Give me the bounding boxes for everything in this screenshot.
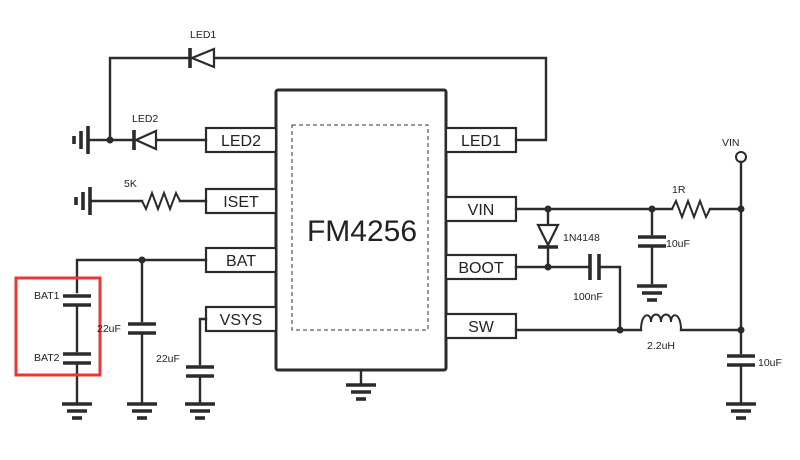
ground-icon [726, 402, 756, 420]
sw-net: 2.2uH [514, 313, 743, 352]
vin-terminal-label: VIN [722, 137, 740, 149]
vsys-net: 22uF [156, 317, 215, 420]
inductor-icon [640, 313, 682, 331]
diode-1n4148-icon [536, 223, 560, 248]
resistor-5k-icon [141, 190, 181, 212]
ground-icon [74, 187, 92, 215]
boot-diode-net: 1N4148 [536, 207, 600, 271]
led2-net: LED2 [72, 113, 208, 154]
pin-sw-label: SW [468, 319, 495, 336]
bat-net: BAT1 BAT2 22uF [14, 256, 208, 420]
ground-icon [72, 126, 90, 154]
pin-vin: VIN [444, 195, 518, 223]
chip-ground [346, 368, 376, 401]
pin-boot-label: BOOT [458, 260, 504, 277]
pin-iset: ISET [204, 187, 278, 215]
inductor-label: 2.2uH [647, 340, 675, 352]
chip-name: FM4256 [307, 215, 417, 248]
r-vin-label: 1R [672, 184, 686, 196]
c-boot-label: 100nF [573, 291, 603, 303]
pin-bat: BAT [204, 246, 278, 274]
ground-icon [637, 284, 667, 302]
vin-net: 1R VIN 10uF [514, 137, 747, 355]
bat2-label: BAT2 [34, 352, 60, 364]
vin-terminal-icon [735, 151, 747, 163]
led2-label: LED2 [132, 113, 158, 125]
ground-icon [185, 402, 215, 420]
fm4256-chip: FM4256 [274, 88, 448, 372]
pin-vin-label: VIN [468, 202, 495, 219]
c-vin-label: 10uF [666, 238, 690, 250]
pin-led1: LED1 [444, 126, 518, 154]
battery-highlight-box [14, 276, 102, 377]
resistor-1r-icon [671, 198, 711, 220]
pin-led1-label: LED1 [461, 133, 501, 150]
c-vsys-label: 22uF [156, 353, 180, 365]
c-out-label: 10uF [758, 357, 782, 369]
bat1-label: BAT1 [34, 290, 60, 302]
pin-sw: SW [444, 312, 518, 340]
led1-label: LED1 [190, 29, 216, 41]
pin-iset-label: ISET [223, 194, 259, 211]
ground-icon [62, 402, 92, 420]
ground-icon [346, 383, 376, 401]
pin-led2: LED2 [204, 126, 278, 154]
c-bat-label: 22uF [97, 323, 121, 335]
pin-vsys: VSYS [204, 305, 278, 333]
led1-net: LED1 [108, 29, 548, 142]
ground-icon [127, 402, 157, 420]
iset-net: 5K [74, 178, 208, 215]
pin-led2-label: LED2 [221, 133, 261, 150]
boot-cap-net: 100nF [514, 254, 624, 334]
led1-diode-icon [189, 47, 216, 69]
pin-boot: BOOT [444, 253, 518, 281]
pin-bat-label: BAT [226, 253, 256, 270]
out-cap-net: 10uF [726, 354, 782, 420]
diode-label: 1N4148 [563, 232, 600, 244]
r-iset-label: 5K [124, 178, 137, 190]
pin-vsys-label: VSYS [220, 312, 263, 329]
led2-diode-icon [133, 129, 158, 151]
